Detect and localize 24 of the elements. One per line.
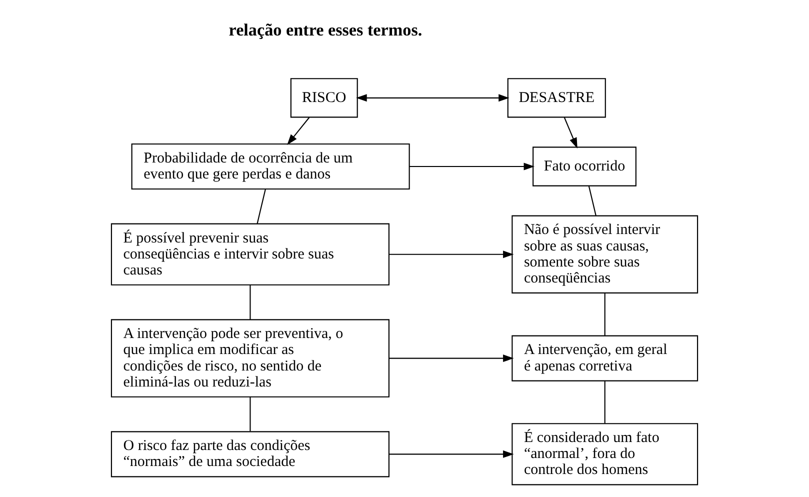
connector — [250, 284, 251, 320]
connector — [588, 186, 596, 216]
arrow — [389, 354, 514, 362]
node-box: É considerado um fato “anormal’, fora do controle dos homens — [512, 422, 698, 485]
connector — [250, 396, 251, 431]
node-box: Não é possível intervir sobre as suas causas, somente sobre suas conseqüências — [512, 214, 698, 293]
node-box: Fato ocorrido — [532, 146, 636, 186]
label: relação entre esses termos. — [228, 20, 422, 40]
connector — [256, 188, 266, 224]
connector — [604, 380, 606, 423]
node-box: A intervenção pode ser preventiva, o que implica em modificar as condições de risco, no sentido de eliminá-las ou reduzi-las — [110, 318, 390, 397]
node-box: A intervenção, em geral é apenas corretiva — [512, 334, 698, 381]
arrow — [389, 450, 514, 458]
arrow — [287, 116, 310, 144]
node-box: RISCO — [290, 78, 358, 118]
arrow — [389, 250, 514, 258]
node-box: O risco faz parte das condições “normais” de uma sociedade — [110, 430, 390, 477]
node-box: DESASTRE — [507, 78, 606, 118]
node-box: É possível prevenir suas conseqüências e intervir sobre suas causas — [110, 222, 390, 285]
arrow — [356, 94, 510, 102]
arrow — [564, 116, 578, 148]
connector — [604, 292, 606, 336]
node-box: Probabilidade de ocorrência de um evento que gere perdas e danos — [131, 142, 410, 190]
arrow — [409, 162, 534, 170]
